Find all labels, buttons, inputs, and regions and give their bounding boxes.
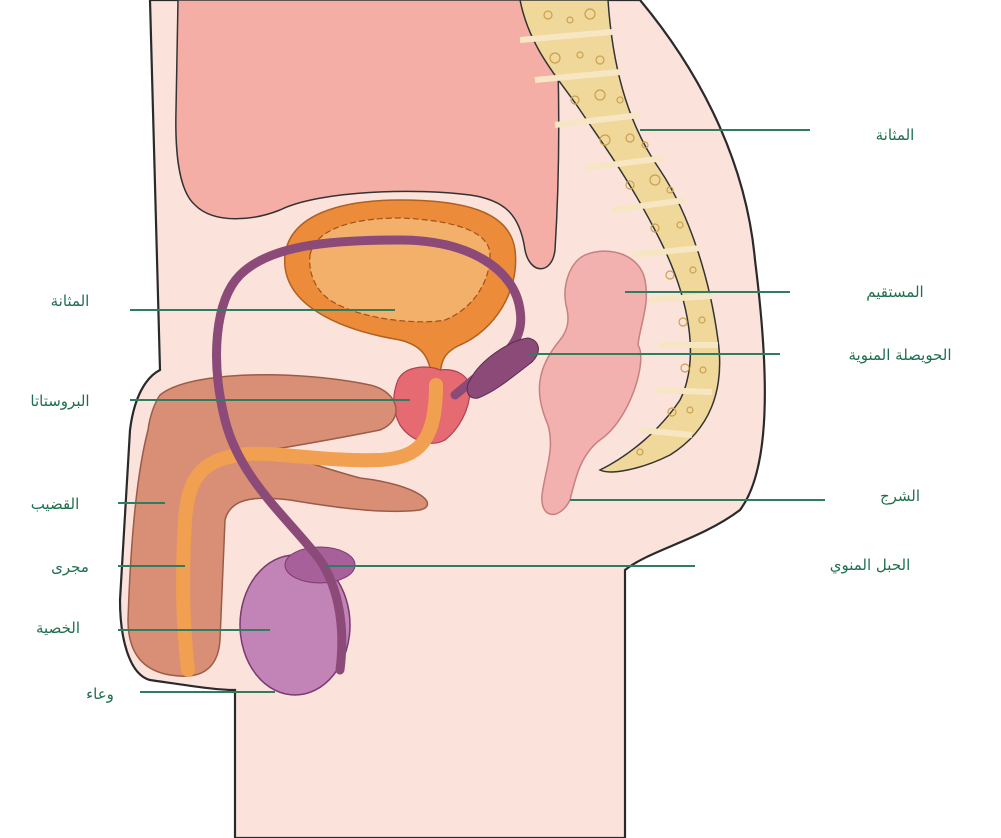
label-scrotum: وعاء [86,685,114,703]
label-testis: الخصية [36,619,80,637]
label-prostate: البروستاتا [30,392,89,410]
label-anus: الشرج [880,487,920,506]
label-penis: القضيب [31,495,80,513]
label-seminal-vesicle: الحويصلة المنوية [848,346,951,364]
label-bladder-right: المثانة [876,126,915,144]
label-urethra: مجرى [51,558,89,576]
label-bladder-left: المثانة [51,292,90,310]
label-spermatic-cord: الحبل المنوي [830,556,911,575]
label-rectum: المستقيم [866,283,923,301]
